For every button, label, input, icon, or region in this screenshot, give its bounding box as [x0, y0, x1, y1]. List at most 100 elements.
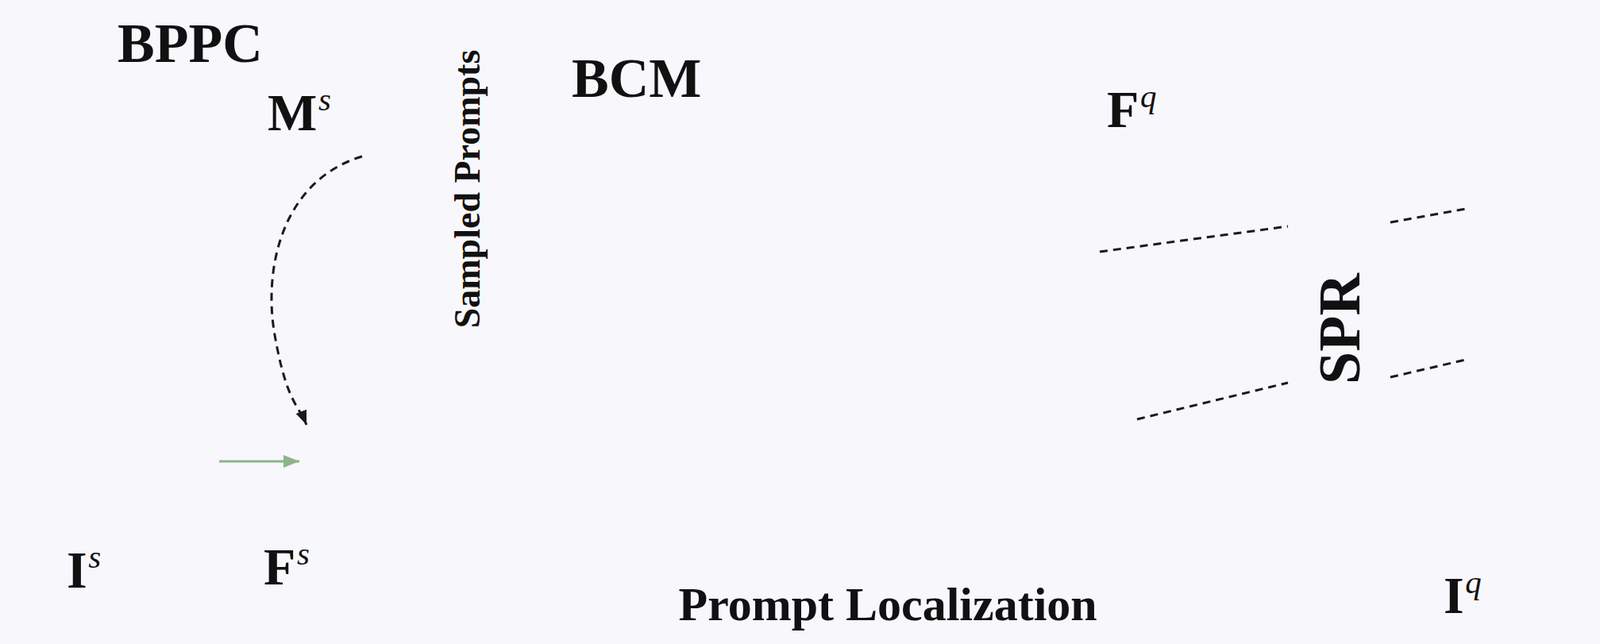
math-label: Ms — [267, 86, 332, 139]
panel-title: BPPC — [117, 15, 263, 72]
top-strip — [0, 0, 1600, 4]
drawn-path — [1472, 248, 1537, 347]
drawn-ellipse — [72, 34, 216, 570]
rotated-label: SPR — [1309, 273, 1369, 385]
drawn-use — [373, 226, 390, 243]
superscript: s — [318, 81, 332, 118]
feature-cube: Fs — [263, 351, 488, 602]
drawn-g — [72, 34, 216, 570]
drawn-path — [930, 385, 1138, 440]
drawn-use — [1514, 350, 1531, 367]
module-panel: BCM Fq — [545, 46, 1230, 565]
superscript: q — [1140, 78, 1157, 115]
drawn-use — [600, 358, 809, 416]
drawn-polygon — [303, 351, 488, 429]
drawn-use — [1464, 198, 1481, 215]
connector — [219, 460, 300, 463]
drawn-path — [808, 204, 907, 266]
drawn-use — [364, 88, 382, 105]
drawn-g — [72, 34, 216, 570]
drawn-use — [600, 147, 809, 205]
drawn-rect — [1288, 145, 1390, 513]
drawn-use — [1515, 192, 1532, 209]
mri-slice — [1443, 15, 1600, 633]
drawn-ellipse — [1512, 156, 1577, 297]
connector — [271, 156, 363, 425]
module-panel: BPPC Is — [25, 11, 516, 625]
drawn-ellipse — [1540, 381, 1600, 547]
drawn-ellipse — [1462, 68, 1600, 631]
drawn-use — [600, 429, 809, 486]
panel-title: BCM — [571, 50, 702, 107]
drawn-g — [1462, 68, 1600, 631]
drawn-path — [92, 219, 188, 331]
rotated-label: Sampled Prompts — [449, 50, 486, 329]
drawn-ellipse — [1467, 104, 1566, 471]
connector — [1390, 208, 1466, 223]
drawn-path — [362, 95, 403, 239]
drawn-polygon — [994, 260, 1182, 546]
drawn-use — [356, 158, 374, 174]
feature-bars — [600, 147, 809, 486]
drawn-ellipse — [88, 80, 144, 231]
drawn-path — [439, 413, 613, 455]
math-label: Is — [66, 543, 101, 597]
math-label: Fq — [1106, 83, 1157, 136]
drawn-polygon — [303, 351, 383, 594]
feature-slots — [324, 218, 1138, 455]
drawn-rect — [547, 47, 1229, 564]
stage-caption: Prompt Localization — [678, 580, 1098, 629]
drawn-use — [600, 287, 809, 344]
connector — [1099, 226, 1288, 252]
drawn-circle — [109, 210, 115, 220]
drawn-ellipse — [1587, 272, 1600, 448]
drawn-rect — [26, 13, 515, 624]
drawn-ellipse — [88, 335, 176, 515]
drawn-polygon — [859, 122, 1182, 261]
math-label: Fs — [263, 540, 310, 594]
drawn-polygon — [357, 25, 440, 363]
support-mask: Ms Sampled Prompts — [267, 25, 488, 363]
drawn-use — [1464, 323, 1481, 340]
drawn-ellipse — [127, 254, 200, 451]
drawn-polygon — [382, 428, 488, 594]
drawn-rect — [331, 434, 440, 455]
feature-cube: Fq — [859, 83, 1182, 546]
query-image: Iq — [1443, 15, 1600, 633]
drawn-circle — [133, 158, 139, 168]
projection-lines — [439, 149, 943, 455]
drawn-use — [1546, 292, 1564, 309]
drawn-use — [600, 217, 809, 274]
drawn-g — [1462, 68, 1600, 631]
drawn-ellipse — [1569, 325, 1584, 411]
drawn-rect — [930, 385, 1125, 424]
drawn-polygon — [859, 122, 995, 546]
drawn-rect — [906, 232, 1100, 271]
drawn-g — [1462, 68, 1600, 631]
drawn-path — [859, 122, 1182, 546]
drawn-g — [72, 34, 216, 570]
drawn-path — [795, 360, 931, 388]
drawn-polygon — [68, 22, 209, 617]
drawn-path — [303, 351, 488, 594]
drawn-ellipse — [1538, 470, 1574, 547]
drawn-circle — [158, 241, 162, 250]
connector — [1390, 359, 1466, 378]
drawn-path — [439, 358, 601, 427]
connector — [1137, 382, 1288, 420]
superscript: s — [296, 535, 310, 572]
drawn-ellipse — [80, 57, 192, 355]
drawn-rect — [942, 400, 1138, 440]
feature-cube — [859, 83, 1182, 546]
superscript: s — [88, 539, 101, 575]
drawn-rect — [324, 426, 433, 444]
drawn-circle — [121, 182, 127, 193]
drawn-path — [894, 218, 1100, 271]
superscript: q — [1465, 564, 1481, 601]
module-box: SPR — [1287, 144, 1391, 513]
mri-slice — [66, 22, 209, 617]
support-image: Is — [66, 22, 209, 617]
drawn-path — [795, 149, 895, 220]
math-label: Iq — [1443, 569, 1482, 622]
drawn-polygon — [1457, 15, 1600, 644]
